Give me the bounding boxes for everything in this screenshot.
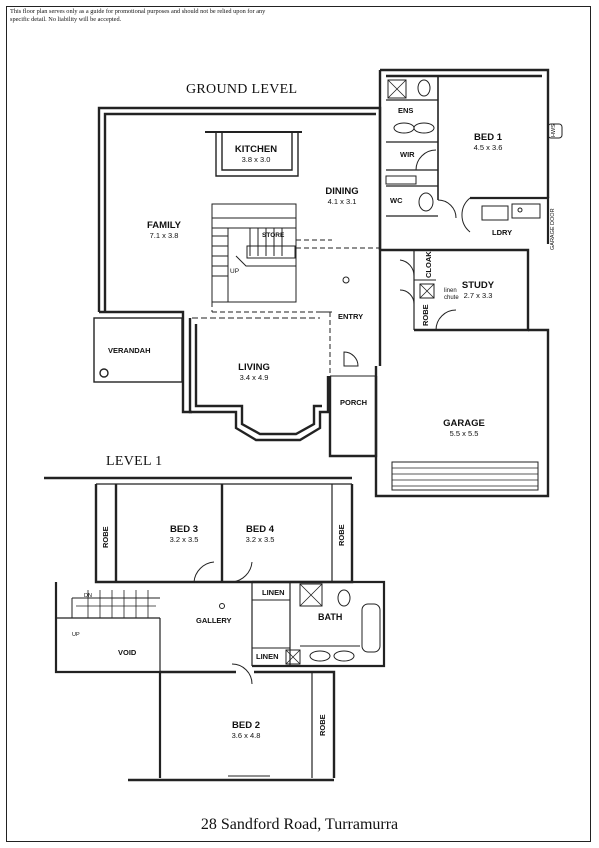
page-frame	[6, 6, 591, 842]
level1-title: LEVEL 1	[106, 454, 163, 469]
label-verandah: VERANDAH	[108, 346, 151, 355]
bed2-walls	[128, 670, 336, 782]
label-linen-chute: linen chute	[444, 288, 459, 301]
ground-stair	[211, 203, 297, 303]
label-linen-bottom: LINEN	[256, 652, 279, 661]
label-gallery: GALLERY	[196, 616, 232, 625]
porch-walls	[328, 276, 378, 458]
label-stair-up: UP	[230, 268, 240, 275]
label-bath: BATH	[318, 612, 343, 622]
kitchen-counter	[205, 131, 302, 177]
disclaimer-text: This floor plan serves only as a guide f…	[10, 8, 266, 23]
label-wc: WC	[390, 196, 403, 205]
ground-level-title: GROUND LEVEL	[186, 82, 298, 97]
label-robe-bed4: ROBE	[337, 524, 346, 546]
garage	[374, 328, 550, 498]
laundry	[461, 196, 550, 244]
label-store: STORE	[262, 232, 285, 239]
study	[380, 248, 530, 332]
bath-area	[251, 580, 386, 668]
label-ldry: LDRY	[492, 228, 513, 237]
gallery-light	[219, 603, 225, 609]
label-hws: HWS	[551, 124, 557, 137]
living-walls	[188, 317, 330, 442]
label-porch: PORCH	[340, 398, 368, 407]
label-void: VOID	[118, 648, 137, 657]
level1-outer	[44, 476, 354, 584]
label-study-robe: ROBE	[421, 304, 430, 326]
label-stair-dn: DN	[84, 593, 92, 599]
verandah	[93, 317, 183, 383]
ground-dashed-lines	[211, 239, 380, 376]
label-entry: ENTRY	[338, 312, 364, 321]
level1-doors	[193, 561, 253, 685]
label-wir: WIR	[400, 150, 415, 159]
level1-stair-void	[54, 582, 162, 778]
label-cloak: CLOAK	[424, 251, 433, 278]
hws-tank	[547, 123, 563, 139]
label-linen-top: LINEN	[262, 588, 285, 597]
label-ens: ENS	[398, 106, 414, 115]
label-stair-up-l1: UP	[72, 632, 80, 638]
label-robe-bed2: ROBE	[318, 714, 327, 736]
bed1-wing-walls	[378, 68, 550, 250]
property-address: 28 Sandford Road, Turramurra	[200, 816, 399, 833]
label-garage-door: GARAGE DOOR	[550, 208, 556, 250]
label-robe-bed3: ROBE	[101, 526, 110, 548]
